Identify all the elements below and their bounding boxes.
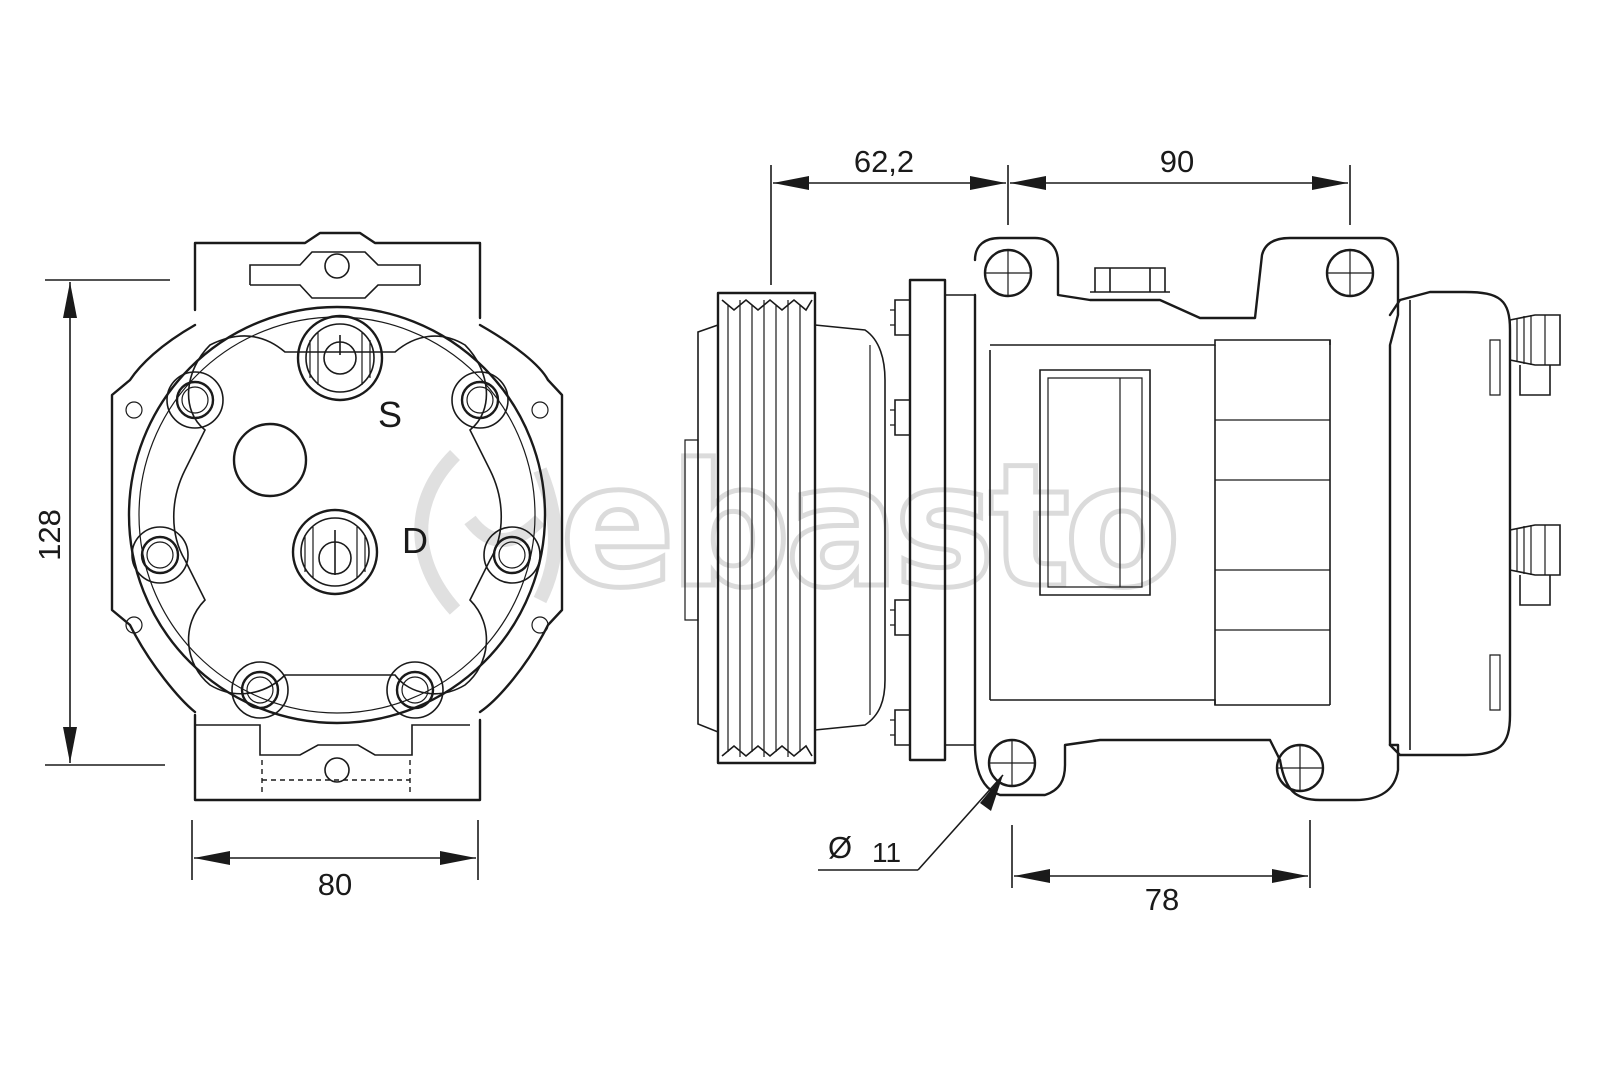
width-dimension-value: 80	[318, 867, 352, 902]
hole-diameter-value: 11	[872, 837, 901, 868]
rear-view: S D	[110, 231, 564, 802]
bottom-mount-holes	[987, 738, 1325, 793]
suction-port	[296, 314, 384, 402]
discharge-port	[291, 508, 379, 596]
bottom-mount-spacing-dimension: 78	[1011, 820, 1311, 917]
top-mount-holes	[983, 248, 1375, 298]
rear-fittings	[1509, 314, 1561, 606]
suction-port-label: S	[378, 394, 402, 435]
top-mount-spacing-dimension: 90	[1010, 144, 1351, 225]
height-dimension: 128	[32, 279, 170, 766]
pulley-offset-dimension: 62,2	[770, 144, 1009, 285]
width-dimension: 80	[191, 820, 479, 902]
watermark-logo-mark	[414, 450, 562, 615]
hole-diameter-symbol: Ø	[828, 830, 852, 865]
rear-bolt-bosses	[125, 371, 549, 719]
height-dimension-value: 128	[32, 509, 67, 561]
top-mount-spacing-value: 90	[1160, 144, 1194, 179]
discharge-port-label: D	[402, 520, 428, 561]
hole-diameter-callout: Ø 11	[818, 774, 1004, 871]
bottom-mount-spacing-value: 78	[1145, 882, 1179, 917]
watermark-text: ebasto	[560, 428, 1175, 626]
front-flange-bolts	[890, 299, 911, 746]
pulley-offset-value: 62,2	[854, 144, 914, 179]
pulley	[684, 291, 886, 765]
